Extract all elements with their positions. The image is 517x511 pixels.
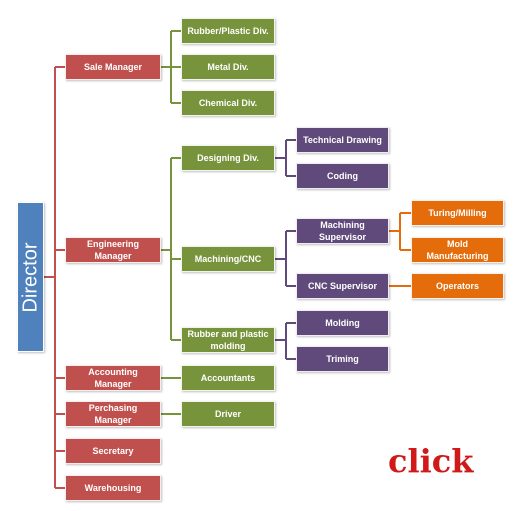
- operators-box: Operators: [411, 273, 504, 299]
- click-link[interactable]: click: [388, 442, 474, 480]
- technical-drawing-box: Technical Drawing: [296, 127, 389, 153]
- rubber-plastic-div-box: Rubber/Plastic Div.: [181, 18, 275, 44]
- turing-milling-box: Turing/Milling: [411, 200, 504, 226]
- driver-box: Driver: [181, 401, 275, 427]
- chemical-div-box: Chemical Div.: [181, 90, 275, 116]
- engineering-manager-box: Engineering Manager: [65, 237, 161, 263]
- triming-box: Triming: [296, 346, 389, 372]
- metal-div-box: Metal Div.: [181, 54, 275, 80]
- accountants-box: Accountants: [181, 365, 275, 391]
- secretary-box: Secretary: [65, 438, 161, 464]
- warehousing-box: Warehousing: [65, 475, 161, 501]
- sale-manager-box: Sale Manager: [65, 54, 161, 80]
- mold-manufacturing-box: Mold Manufacturing: [411, 237, 504, 263]
- machining-supervisor-box: Machining Supervisor: [296, 218, 389, 244]
- director-box: Director: [17, 202, 44, 352]
- rubber-plastic-molding-box: Rubber and plastic molding: [181, 327, 275, 353]
- coding-box: Coding: [296, 163, 389, 189]
- designing-div-box: Designing Div.: [181, 145, 275, 171]
- machining-cnc-box: Machining/CNC: [181, 246, 275, 272]
- purchasing-manager-box: Perchasing Manager: [65, 401, 161, 427]
- director-label: Director: [19, 241, 42, 313]
- molding-box: Molding: [296, 310, 389, 336]
- accounting-manager-box: Accounting Manager: [65, 365, 161, 391]
- cnc-supervisor-box: CNC Supervisor: [296, 273, 389, 299]
